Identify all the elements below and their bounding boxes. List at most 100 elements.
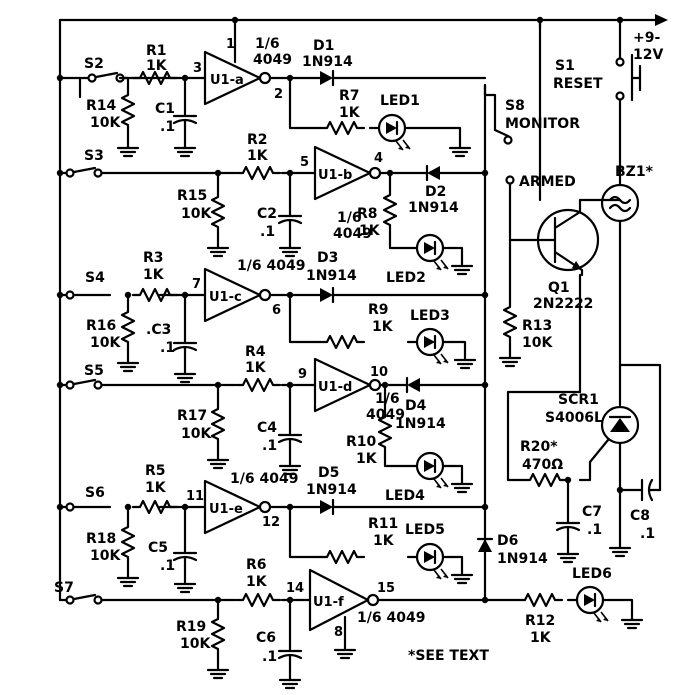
svg-text:LED1: LED1 bbox=[380, 93, 420, 109]
svg-text:LED6: LED6 bbox=[572, 566, 612, 582]
svg-text:5: 5 bbox=[300, 155, 309, 170]
svg-text:R9: R9 bbox=[368, 302, 389, 318]
svg-text:R15: R15 bbox=[177, 188, 207, 204]
svg-text:S8: S8 bbox=[505, 98, 525, 114]
svg-text:.1: .1 bbox=[160, 558, 175, 574]
stage-b: S3 R15 10K R2 1K C2 .1 U1-b 5 4 1/6 4049… bbox=[56, 132, 487, 286]
svg-text:10K: 10K bbox=[90, 548, 121, 564]
svg-text:S6: S6 bbox=[85, 485, 105, 501]
led-6 bbox=[566, 585, 614, 624]
svg-text:R2: R2 bbox=[247, 132, 268, 148]
svg-text:U1-c: U1-c bbox=[209, 290, 242, 305]
svg-text:C1: C1 bbox=[155, 101, 175, 117]
svg-text:1K: 1K bbox=[245, 360, 267, 376]
svg-text:470Ω: 470Ω bbox=[522, 457, 563, 473]
svg-text:3: 3 bbox=[193, 61, 202, 76]
svg-text:R11: R11 bbox=[368, 516, 398, 532]
output-section: S1 RESET +9- 12V BZ1* SCR1 S4006L C8 .1 … bbox=[231, 16, 663, 564]
svg-text:S5: S5 bbox=[84, 363, 104, 379]
svg-text:U1-a: U1-a bbox=[210, 73, 244, 88]
resistor-r5 bbox=[131, 499, 179, 515]
svg-text:D6: D6 bbox=[497, 533, 518, 549]
svg-text:14: 14 bbox=[286, 581, 304, 596]
svg-text:R8: R8 bbox=[357, 206, 378, 222]
resistor-r6 bbox=[234, 592, 282, 608]
svg-text:D4: D4 bbox=[405, 398, 427, 414]
svg-text:1N914: 1N914 bbox=[395, 416, 446, 432]
diode-d1 bbox=[318, 69, 335, 87]
led-3 bbox=[406, 327, 454, 366]
svg-text:C8: C8 bbox=[630, 508, 650, 524]
footnote: *SEE TEXT bbox=[408, 648, 489, 664]
svg-text:R5: R5 bbox=[145, 463, 166, 479]
svg-text:BZ1*: BZ1* bbox=[615, 164, 654, 180]
svg-text:8: 8 bbox=[334, 625, 343, 640]
diode-d4 bbox=[405, 376, 422, 394]
svg-text:1/6: 1/6 bbox=[375, 391, 400, 407]
svg-text:R1: R1 bbox=[146, 43, 167, 59]
resistor-r4 bbox=[234, 377, 282, 393]
svg-text:1K: 1K bbox=[146, 58, 168, 74]
svg-text:12: 12 bbox=[262, 515, 280, 530]
led-5 bbox=[406, 542, 454, 581]
svg-text:Q1: Q1 bbox=[548, 280, 570, 296]
svg-text:12V: 12V bbox=[633, 47, 663, 63]
svg-text:C6: C6 bbox=[256, 630, 276, 646]
svg-text:R4: R4 bbox=[245, 344, 266, 360]
capacitor-c3 bbox=[172, 330, 198, 362]
capacitor-c7 bbox=[555, 510, 581, 542]
svg-text:ARMED: ARMED bbox=[519, 174, 576, 190]
svg-text:1K: 1K bbox=[145, 480, 167, 496]
svg-text:1N914: 1N914 bbox=[306, 268, 357, 284]
resistor-r18 bbox=[120, 518, 136, 566]
switch-s7 bbox=[65, 593, 103, 605]
svg-text:U1-d: U1-d bbox=[318, 380, 352, 395]
svg-text:R17: R17 bbox=[177, 408, 207, 424]
svg-text:S7: S7 bbox=[54, 580, 74, 596]
svg-text:C4: C4 bbox=[257, 420, 277, 436]
switch-s5 bbox=[65, 378, 103, 390]
svg-text:.C3: .C3 bbox=[146, 322, 171, 338]
svg-text:D2: D2 bbox=[425, 184, 446, 200]
capacitor-c2 bbox=[277, 203, 303, 235]
resistor-r15 bbox=[210, 188, 226, 236]
svg-text:LED5: LED5 bbox=[405, 522, 445, 538]
svg-text:1/6 4049: 1/6 4049 bbox=[230, 471, 298, 487]
resistor-r19 bbox=[210, 610, 226, 658]
svg-text:1K: 1K bbox=[247, 148, 269, 164]
svg-text:1K: 1K bbox=[356, 451, 378, 467]
led-2 bbox=[406, 233, 454, 272]
svg-text:U1-f: U1-f bbox=[313, 595, 344, 610]
svg-text:R13: R13 bbox=[522, 318, 552, 334]
svg-text:C5: C5 bbox=[148, 540, 168, 556]
stage-e: S6 R18 10K R5 1K C5 .1 U1-e 11 12 1/6 40… bbox=[56, 463, 487, 594]
svg-text:1K: 1K bbox=[530, 630, 552, 646]
stage-d: S5 R17 10K R4 1K C4 .1 U1-d 9 10 1/6 404… bbox=[56, 344, 487, 504]
svg-text:10K: 10K bbox=[90, 335, 121, 351]
resistor-r14 bbox=[120, 86, 136, 134]
gate-u1e bbox=[203, 479, 262, 535]
gate-u1d bbox=[313, 357, 372, 413]
switch-s3 bbox=[65, 166, 103, 178]
svg-text:U1-b: U1-b bbox=[318, 168, 352, 183]
resistor-r20 bbox=[521, 472, 569, 488]
svg-text:U1-e: U1-e bbox=[209, 502, 243, 517]
svg-text:1K: 1K bbox=[339, 105, 361, 121]
svg-text:.1: .1 bbox=[160, 119, 175, 135]
stage-a: S2 R14 10K R1 1K C1 .1 U1-a 1 3 2 1/6 40… bbox=[56, 18, 487, 158]
gate-u1a bbox=[203, 50, 262, 106]
svg-text:10: 10 bbox=[370, 365, 388, 380]
svg-text:+9-: +9- bbox=[633, 30, 660, 46]
diode-d3 bbox=[318, 286, 335, 304]
svg-text:1K: 1K bbox=[246, 574, 268, 590]
resistor-r2 bbox=[234, 165, 282, 181]
svg-text:R18: R18 bbox=[86, 531, 116, 547]
svg-text:R20*: R20* bbox=[520, 439, 558, 455]
svg-text:S4006L: S4006L bbox=[545, 410, 603, 426]
svg-text:RESET: RESET bbox=[553, 76, 603, 92]
stage-f: S7 R19 10K R6 1K C6 .1 U1-f 14 15 8 1/6 … bbox=[54, 533, 644, 690]
svg-text:LED2: LED2 bbox=[386, 270, 426, 286]
gate-u1c bbox=[203, 267, 262, 323]
resistor-r3 bbox=[131, 287, 179, 303]
resistor-r13 bbox=[502, 298, 518, 346]
